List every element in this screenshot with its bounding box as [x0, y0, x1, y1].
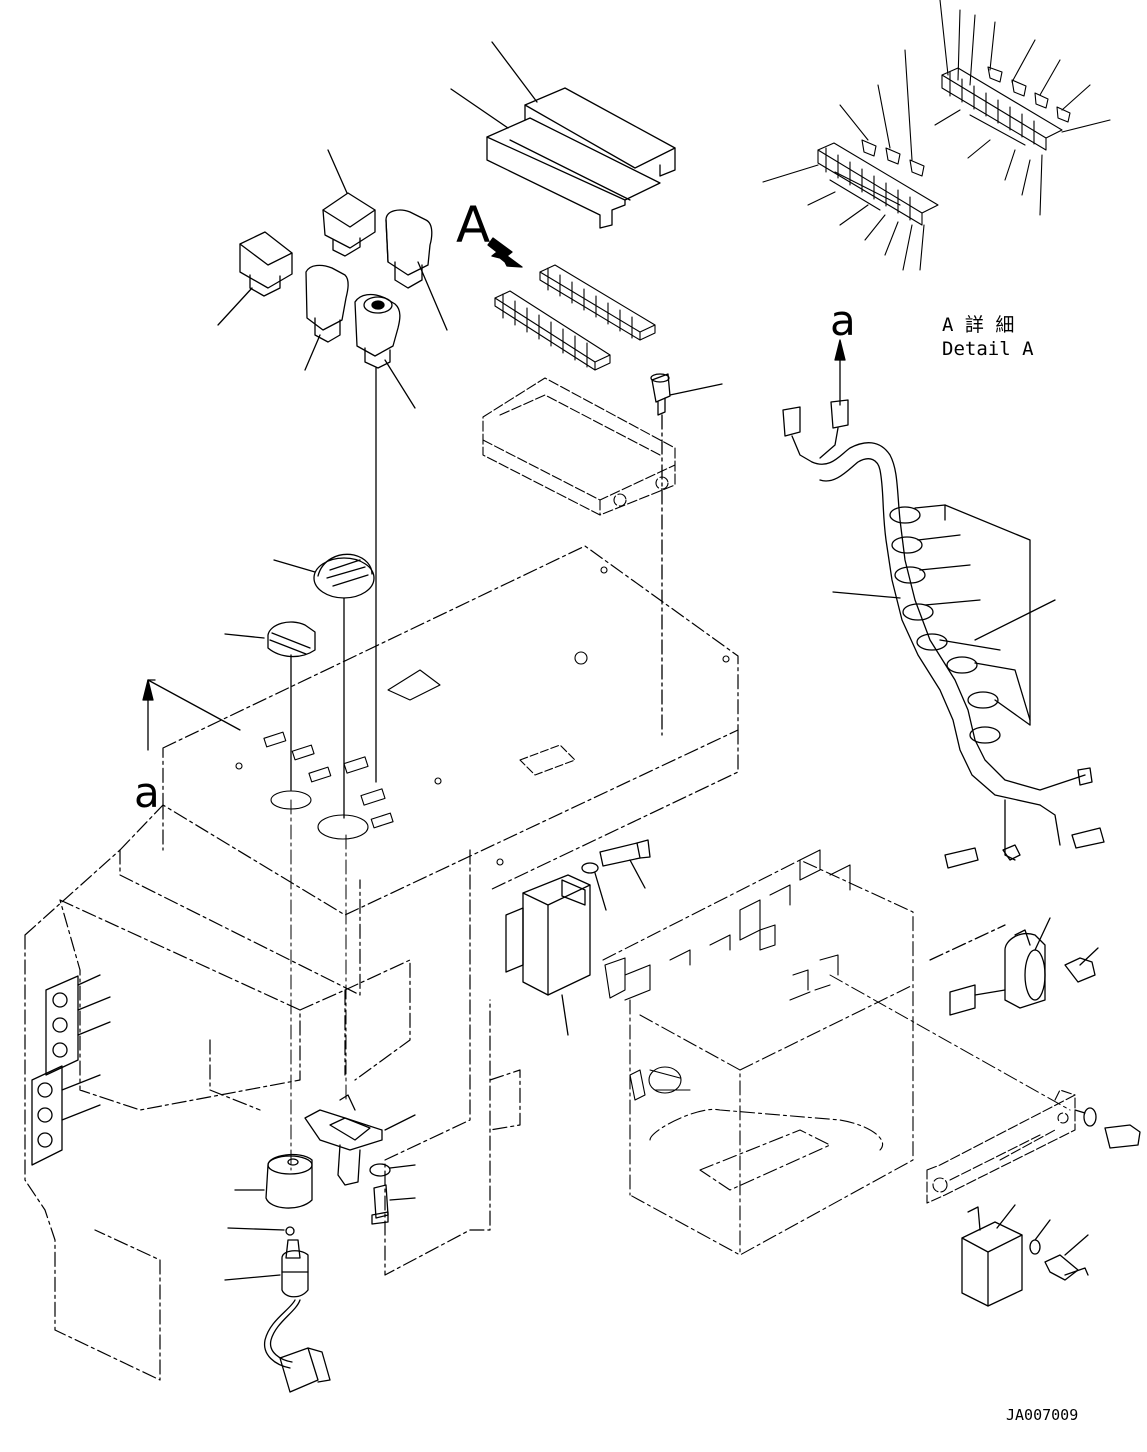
section-arrows [143, 340, 845, 750]
detail-a-caption: A 詳 細 Detail A [942, 313, 1034, 361]
console-top-details [236, 567, 729, 865]
drawing-code: JA007009 [1006, 1406, 1079, 1424]
lower-switch-assembly [305, 1095, 415, 1224]
controller-unit [506, 840, 650, 1035]
console-frame [25, 546, 738, 1380]
section-a-label-side: a [134, 768, 160, 817]
fuse-rows [495, 265, 655, 370]
fuse-box-bolt [651, 374, 722, 735]
horn [930, 918, 1098, 1015]
detail-a-title-jp: A 詳 細 [942, 314, 1015, 336]
section-a-label-top: a [830, 296, 856, 345]
rocker-switches [218, 150, 447, 782]
frame-hinges [32, 975, 110, 1165]
detail-a-fuses [763, 0, 1110, 270]
battery-box-clips [605, 850, 850, 1100]
battery-box [603, 860, 913, 1255]
right-bracket [927, 1090, 1075, 1203]
view-arrow-icon [488, 238, 522, 267]
detail-a-title-en: Detail A [942, 338, 1034, 360]
view-a-label: A [456, 196, 491, 254]
assembly-leaders [291, 800, 1070, 1170]
relay-unit-lower [962, 1205, 1088, 1306]
knobs [225, 554, 374, 818]
lower-knob-sensor [225, 1155, 330, 1392]
detail-a-harness [783, 400, 1104, 868]
fuse-box [483, 378, 675, 515]
fuse-box-cover [451, 42, 675, 228]
upper-right-bolt [1075, 1108, 1140, 1148]
